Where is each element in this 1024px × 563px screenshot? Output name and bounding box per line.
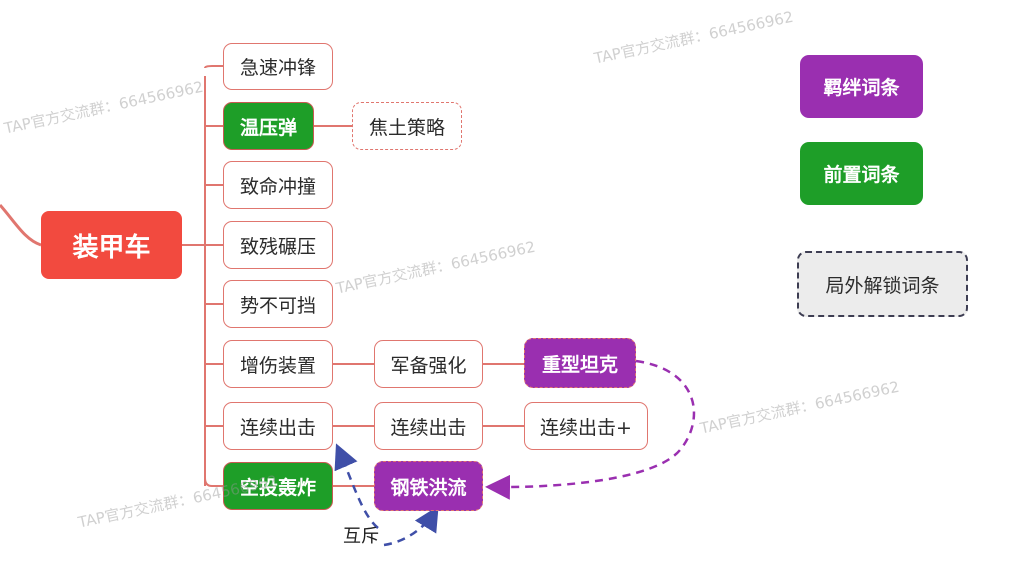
mutual-exclusion-label: 互斥 bbox=[343, 526, 379, 547]
node-军备强化[interactable]: 军备强化 bbox=[374, 340, 483, 388]
node-致命冲撞[interactable]: 致命冲撞 bbox=[223, 161, 333, 209]
node-致残碾压[interactable]: 致残碾压 bbox=[223, 221, 333, 269]
node-连续出击-2[interactable]: 连续出击 bbox=[374, 402, 483, 450]
legend-bond: 羁绊词条 bbox=[800, 55, 923, 118]
branch-8 bbox=[204, 477, 224, 487]
node-重型坦克[interactable]: 重型坦克 bbox=[524, 338, 636, 388]
bond-arrow bbox=[485, 359, 696, 500]
branch-1 bbox=[204, 65, 224, 69]
node-急速冲锋[interactable]: 急速冲锋 bbox=[223, 43, 333, 90]
node-连续出击[interactable]: 连续出击 bbox=[223, 402, 333, 450]
node-温压弹[interactable]: 温压弹 bbox=[223, 102, 314, 150]
node-连续出击-plus[interactable]: 连续出击+ bbox=[524, 402, 648, 450]
root-node[interactable]: 装甲车 bbox=[41, 211, 182, 279]
legend-unlock: 局外解锁词条 bbox=[797, 251, 968, 317]
node-钢铁洪流[interactable]: 钢铁洪流 bbox=[374, 461, 483, 511]
node-势不可挡[interactable]: 势不可挡 bbox=[223, 280, 333, 328]
node-焦土策略[interactable]: 焦土策略 bbox=[352, 102, 462, 150]
legend-prereq: 前置词条 bbox=[800, 142, 923, 205]
node-空投轰炸[interactable]: 空投轰炸 bbox=[223, 462, 333, 510]
exclusive-arrow-down bbox=[383, 505, 439, 547]
exclusive-arrow-up bbox=[334, 443, 379, 529]
node-增伤装置[interactable]: 增伤装置 bbox=[223, 340, 333, 388]
incoming-link bbox=[0, 204, 42, 247]
